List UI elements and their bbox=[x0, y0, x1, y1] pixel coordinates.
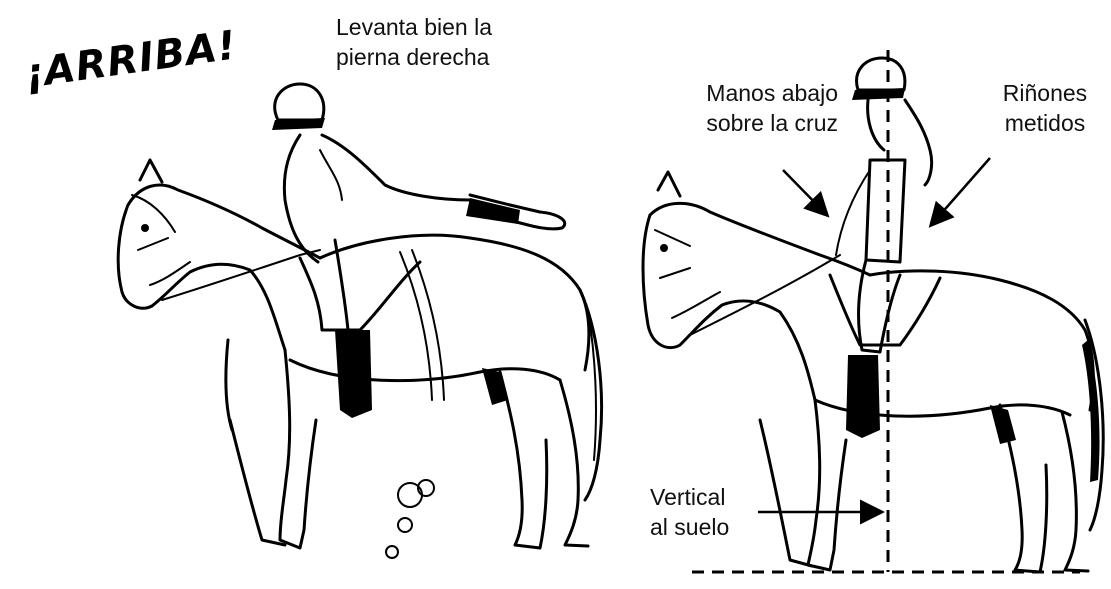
kidneys-arrow bbox=[928, 157, 991, 228]
vertical-label-line1: Vertical bbox=[650, 484, 726, 510]
hands-label: Manos abajo sobre la cruz bbox=[668, 78, 838, 138]
vertical-label: Vertical al suelo bbox=[650, 482, 729, 542]
right-horse-illustration bbox=[641, 56, 1105, 574]
left-caption-line1: Levanta bien la bbox=[336, 14, 493, 40]
hands-label-line1: Manos abajo bbox=[706, 80, 838, 106]
kidneys-label-line2: metidos bbox=[1004, 110, 1086, 136]
left-horse-illustration bbox=[116, 82, 604, 559]
left-caption: Levanta bien la pierna derecha bbox=[336, 12, 492, 72]
vertical-label-line2: al suelo bbox=[650, 514, 730, 540]
kidneys-label-line1: Riñones bbox=[1002, 80, 1088, 106]
hands-arrow bbox=[782, 169, 830, 218]
left-caption-line2: pierna derecha bbox=[336, 44, 490, 70]
kidneys-label: Riñones metidos bbox=[985, 78, 1105, 138]
hands-label-line2: sobre la cruz bbox=[706, 110, 838, 136]
